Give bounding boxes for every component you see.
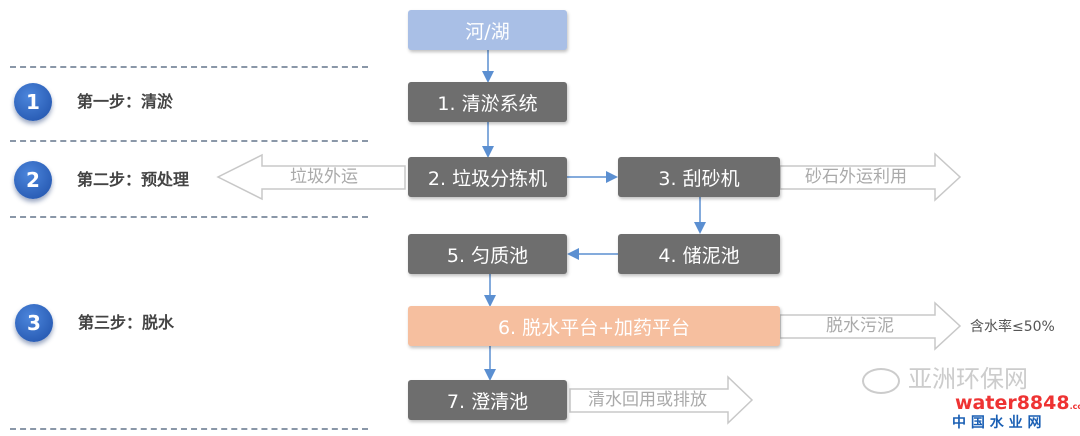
- node-homogenizing-tank: 5. 匀质池: [408, 234, 567, 274]
- node-dewatering-platform: 6. 脱水平台+加药平台: [408, 306, 780, 346]
- step-3-badge: 3: [15, 304, 53, 342]
- divider: [10, 428, 368, 430]
- source-node: 河/湖: [408, 10, 567, 50]
- divider: [10, 140, 368, 142]
- sludge-moisture-note: 含水率≤50%: [970, 319, 1055, 335]
- garbage-output-label: 垃圾外运: [290, 167, 358, 187]
- step-1-badge: 1: [14, 83, 52, 121]
- node-clarifier: 7. 澄清池: [408, 380, 567, 420]
- watermark-wechat: 亚洲环保网: [908, 365, 1028, 393]
- step-3-label: 第三步：脱水: [78, 313, 175, 332]
- step-2-label: 第二步：预处理: [77, 170, 190, 189]
- node-garbage-sorter: 2. 垃圾分拣机: [408, 157, 567, 197]
- step-2-badge: 2: [14, 161, 52, 199]
- watermark-brand: water8848.com: [955, 392, 1080, 414]
- node-sand-scraper: 3. 刮砂机: [618, 157, 780, 197]
- garbage-hollow-arrow: [216, 153, 406, 201]
- water-output-label: 清水回用或排放: [588, 390, 707, 410]
- wechat-icon: [862, 368, 900, 394]
- step-1-label: 第一步：清淤: [77, 92, 174, 111]
- node-sludge-tank: 4. 储泥池: [618, 234, 780, 274]
- watermark-cn: 中 国 水 业 网: [952, 415, 1042, 431]
- divider: [10, 66, 368, 68]
- sand-output-label: 砂石外运利用: [805, 167, 907, 187]
- sludge-hollow-arrow: [779, 301, 962, 351]
- sludge-output-label: 脱水污泥: [826, 316, 894, 336]
- water-hollow-arrow: [569, 375, 754, 425]
- sand-hollow-arrow: [779, 152, 962, 202]
- divider: [10, 216, 368, 218]
- node-dredging-system: 1. 清淤系统: [408, 82, 567, 122]
